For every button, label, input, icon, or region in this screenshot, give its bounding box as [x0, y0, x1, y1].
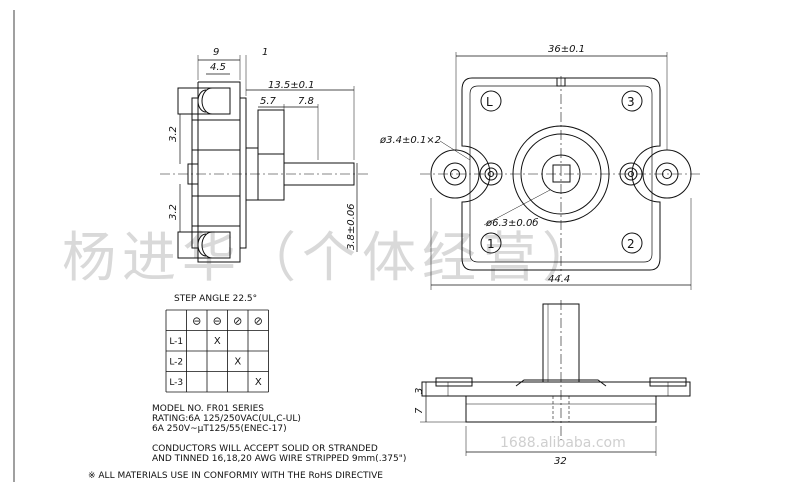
rating-enec: 6A 250V~µT125/55(ENEC-17): [152, 424, 287, 434]
step-table-cell-mark: X: [255, 377, 262, 388]
rating-ul: RATING:6A 125/250VAC(UL,C-UL): [152, 414, 301, 424]
marker-l: L: [486, 95, 493, 109]
dim-shaft-diameter: ø6.3±0.0б: [485, 217, 538, 229]
step-table-header-symbol: ⊖: [213, 314, 222, 327]
conductors-line-2: AND TINNED 16,18,20 AWG WIRE STRIPPED 9m…: [152, 454, 406, 464]
model-no: MODEL NO. FR01 SERIES: [152, 404, 264, 414]
step-table-header-symbol: ⊖: [192, 314, 201, 327]
marker-1: 1: [487, 237, 495, 251]
watermark-url: 1688.alibaba.com: [500, 435, 626, 451]
step-table-cell-mark: X: [234, 356, 241, 367]
conductors-line-1: CONDUCTORS WILL ACCEPT SOLID OR STRANDED: [152, 444, 378, 454]
dim-7-bottom: 7: [414, 407, 425, 414]
watermark-text: 杨进华（个体经营）: [62, 226, 602, 289]
step-table-row-label: L-3: [169, 378, 183, 388]
rohs-note: ※ ALL MATERIALS USE IN CONFORMIY WITH TH…: [88, 471, 383, 481]
dim-1: 1: [262, 47, 268, 58]
dim-44-4: 44.4: [548, 274, 570, 285]
bottom-view: [420, 300, 691, 456]
marker-2: 2: [627, 237, 635, 251]
step-table-cell-mark: X: [214, 336, 221, 347]
dim-5-7: 5.7: [260, 96, 277, 107]
dim-3-2-upper: 3.2: [168, 126, 179, 142]
step-table-header-symbol: ⊘: [254, 314, 263, 327]
step-table-row-label: L-2: [169, 357, 183, 367]
step-table-header-symbol: ⊘: [233, 314, 242, 327]
front-view: [420, 52, 700, 290]
dim-3-2-lower: 3.2: [168, 204, 179, 220]
dim-32-bottom: 32: [554, 456, 567, 467]
step-table-row-label: L-1: [169, 337, 183, 347]
dim-3-8: 3.8±0.06: [346, 203, 357, 250]
dim-4-5: 4.5: [210, 62, 226, 73]
dim-3-bottom: 3: [414, 388, 425, 394]
dim-36: 36±0.1: [548, 44, 585, 55]
side-view: [160, 55, 368, 263]
dim-9: 9: [213, 47, 219, 58]
dim-hole-diameter: ø3.4±0.1×2: [379, 135, 441, 146]
marker-3: 3: [627, 95, 635, 109]
step-table-title: STEP ANGLE 22.5°: [174, 294, 257, 304]
dim-13-5: 13.5±0.1: [268, 80, 315, 91]
dim-7-8: 7.8: [298, 96, 314, 107]
